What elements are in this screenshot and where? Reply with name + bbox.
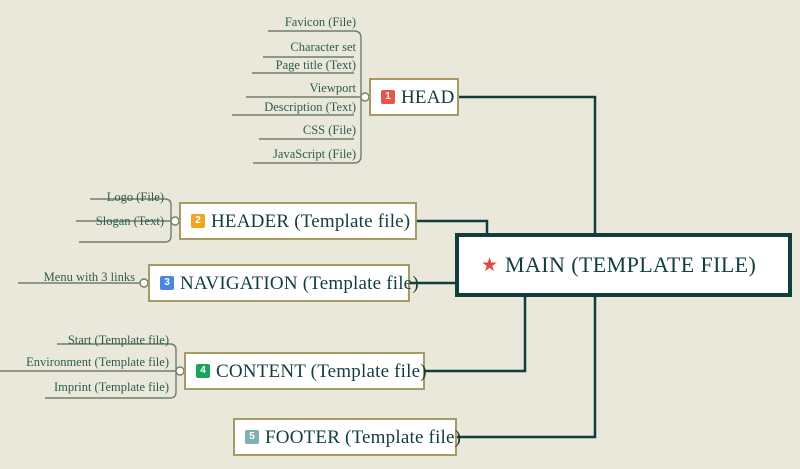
leaf-content-2: Imprint (Template file) [53,380,169,394]
node-navigation[interactable]: 3 NAVIGATION (Template file) [148,264,419,302]
leaf-header-0: Logo (File) [106,190,164,204]
node-header-label: HEADER (Template file) [211,210,411,232]
leaf-head-4: Description (Text) [264,100,356,114]
leaf-head-0: Favicon (File) [284,15,356,29]
badge-header: 2 [191,214,205,228]
node-main-label: MAIN (TEMPLATE FILE) [505,252,757,277]
node-main-root[interactable]: ★ MAIN (TEMPLATE FILE) [455,233,792,297]
leaf-header-1: Slogan (Text) [95,214,164,228]
node-content[interactable]: 4 CONTENT (Template file) [184,352,427,390]
badge-navigation: 3 [160,276,174,290]
node-footer-label: FOOTER (Template file) [265,426,462,448]
leaf-head-5: CSS (File) [302,123,356,137]
wire-head-to-main [459,95,597,236]
wire-content-to-main [425,296,527,373]
leaf-content-1: Environment (Template file) [26,355,169,369]
junction-dot-head [360,92,370,102]
junction-dot-header [170,216,180,226]
node-content-label: CONTENT (Template file) [216,360,427,382]
leaf-head-2: Page title (Text) [275,58,356,72]
badge-footer: 5 [245,430,259,444]
leaf-head-6: JavaScript (File) [273,147,356,161]
leaf-head-1: Character set [290,40,356,54]
leaf-navigation-0: Menu with 3 links [43,270,135,284]
node-navigation-label: NAVIGATION (Template file) [180,272,419,294]
node-head-label: HEAD [401,86,455,108]
wire-footer-to-main [457,296,597,439]
star-icon: ★ [481,254,499,276]
node-header[interactable]: 2 HEADER (Template file) [179,202,417,240]
badge-head: 1 [381,90,395,104]
badge-content: 4 [196,364,210,378]
leaf-head-3: Viewport [309,81,356,95]
junction-dot-navigation [139,278,149,288]
leaf-content-0: Start (Template file) [67,333,169,347]
junction-dot-content [175,366,185,376]
node-footer[interactable]: 5 FOOTER (Template file) [233,418,461,456]
node-head[interactable]: 1 HEAD [369,78,459,116]
